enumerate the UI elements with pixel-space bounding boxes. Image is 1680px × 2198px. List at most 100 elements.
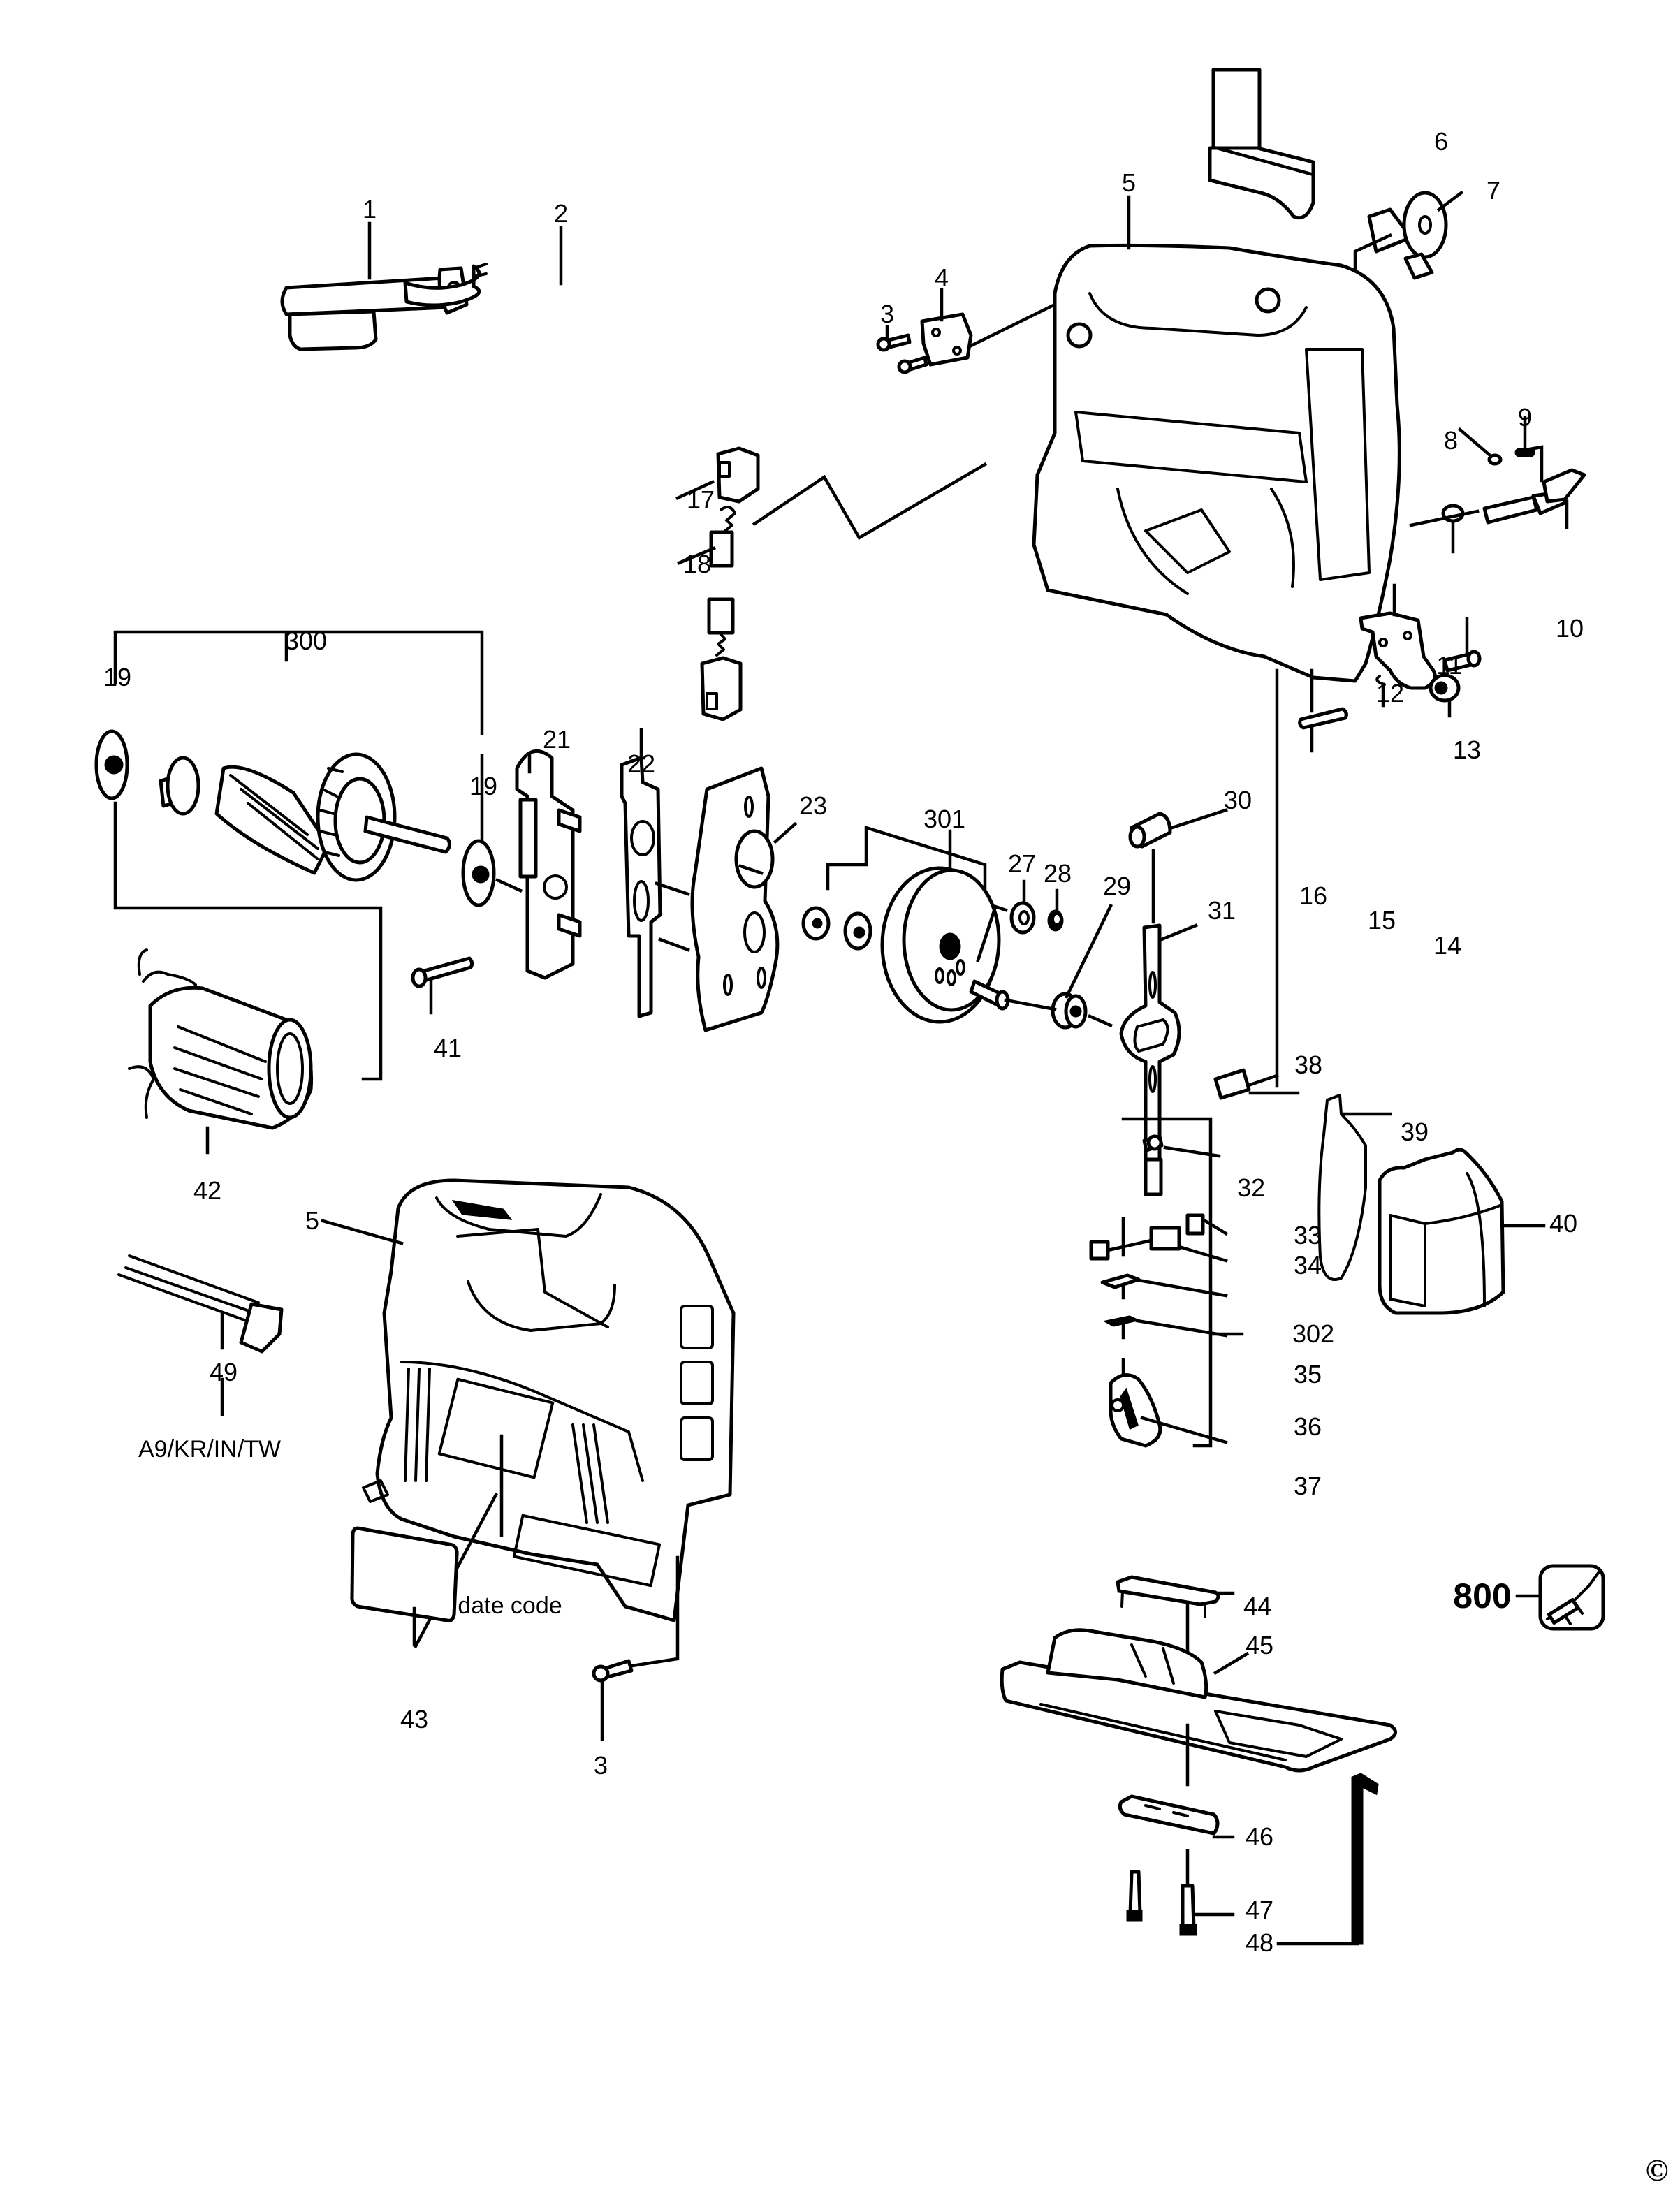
leader-29-axis-b xyxy=(1088,1014,1113,1027)
leader-45 xyxy=(1213,1651,1250,1676)
part-8-ball xyxy=(1487,453,1503,466)
callout-15: 15 xyxy=(1368,906,1396,935)
callout-39: 39 xyxy=(1401,1118,1429,1146)
part-1-cord-guard xyxy=(280,266,469,351)
part-31-plunger xyxy=(1119,923,1181,1196)
callout-31: 31 xyxy=(1208,896,1236,925)
callout-47: 47 xyxy=(1246,1896,1273,1924)
callout-8: 8 xyxy=(1444,426,1458,455)
callout-302: 302 xyxy=(1292,1319,1334,1348)
part-301-spacer-a xyxy=(801,906,831,941)
leader-34 xyxy=(1177,1245,1228,1263)
callout-5: 5 xyxy=(1122,168,1136,197)
callout-4: 4 xyxy=(935,263,949,292)
leader-23 xyxy=(773,821,798,844)
part-49-plug-adaptor xyxy=(117,1254,284,1354)
part-10-blade-lever xyxy=(1482,468,1586,525)
part-47-screws xyxy=(1126,1870,1197,1936)
callout-5: 5 xyxy=(305,1206,319,1235)
part-5-housing-assembled xyxy=(362,1178,736,1622)
callout-9: 9 xyxy=(1518,403,1532,432)
leader-34-axis xyxy=(1106,1238,1153,1252)
leader-brush-housing xyxy=(752,462,988,541)
bracket-300 xyxy=(113,630,484,735)
part-33-block xyxy=(1185,1213,1205,1236)
callout-44: 44 xyxy=(1243,1592,1271,1620)
part-3-screw-bottom xyxy=(592,1659,634,1683)
callout-28: 28 xyxy=(1044,859,1072,888)
part-30-guide-block xyxy=(1128,812,1172,849)
callout-21: 21 xyxy=(543,725,571,754)
callout-7: 7 xyxy=(1487,176,1500,205)
leader-23-axis xyxy=(738,864,764,875)
leader-31 xyxy=(1160,923,1198,942)
callout-10: 10 xyxy=(1556,614,1584,643)
part-41-screw xyxy=(411,956,474,988)
part-28-clip xyxy=(1047,909,1064,932)
callout-17: 17 xyxy=(687,485,715,514)
leader-29-axis xyxy=(1004,998,1057,1011)
callout-45: 45 xyxy=(1246,1631,1273,1660)
note-date-code: date code xyxy=(458,1592,562,1619)
part-4-cord-clamp xyxy=(920,312,973,367)
part-35-plate xyxy=(1100,1273,1141,1289)
callout-18: 18 xyxy=(683,550,711,578)
part-42-stator xyxy=(128,948,314,1130)
callout-33: 33 xyxy=(1294,1221,1322,1250)
part-800-blade-kit xyxy=(1538,1564,1605,1631)
part-7-speed-knob xyxy=(1367,191,1448,280)
part-14-roller xyxy=(1429,673,1461,703)
part-37-blade-clamp xyxy=(1109,1373,1162,1448)
part-3-screws-top xyxy=(876,333,928,374)
part-17-brush-holder xyxy=(716,446,760,504)
part-45-shoe xyxy=(1000,1628,1397,1773)
callout-22: 22 xyxy=(627,749,655,778)
callout-301: 301 xyxy=(923,805,965,833)
part-300-armature xyxy=(159,752,451,882)
note-region-codes: A9/KR/IN/TW xyxy=(138,1436,281,1463)
callout-48: 48 xyxy=(1246,1928,1273,1957)
callout-12: 12 xyxy=(1376,679,1404,708)
callout-300: 300 xyxy=(285,627,327,655)
callout-6: 6 xyxy=(1434,127,1448,156)
part-40-dust-cover xyxy=(1378,1148,1505,1315)
callout-34: 34 xyxy=(1294,1251,1322,1280)
callout-11: 11 xyxy=(1436,651,1462,680)
callout-3: 3 xyxy=(594,1751,608,1780)
part-34-holder xyxy=(1089,1226,1181,1261)
callout-43: 43 xyxy=(400,1705,428,1734)
callout-1: 1 xyxy=(363,195,377,224)
callout-27: 27 xyxy=(1008,849,1036,878)
leader-housing-cord xyxy=(964,302,1056,351)
bracket-300-lower xyxy=(113,801,383,1081)
part-44-clamp-plate xyxy=(1116,1575,1220,1618)
callout-2: 2 xyxy=(554,199,568,228)
part-12-guide-bracket xyxy=(1359,611,1437,690)
leader-33 xyxy=(1200,1217,1229,1236)
leader-22-axis-a xyxy=(655,881,690,896)
part-21-brush-plate xyxy=(515,749,582,980)
part-18-carbon-brush xyxy=(709,506,736,568)
callout-800: 800 xyxy=(1453,1576,1511,1615)
callout-29: 29 xyxy=(1103,872,1131,900)
callout-40: 40 xyxy=(1549,1209,1577,1238)
part-6-switch xyxy=(1208,68,1315,220)
part-29-bearing xyxy=(1051,992,1088,1030)
callout-14: 14 xyxy=(1433,931,1461,960)
part-brush-assembly-lower xyxy=(700,597,743,721)
part-46-clamp-bar xyxy=(1118,1794,1220,1836)
callout-32: 32 xyxy=(1237,1173,1265,1202)
callout-38: 38 xyxy=(1294,1050,1322,1079)
part-301-spacer-b xyxy=(843,911,872,951)
part-19-bearing-left xyxy=(94,729,129,800)
part-39-wire-guard xyxy=(1317,1094,1367,1281)
leader-5b xyxy=(321,1219,404,1245)
callout-13: 13 xyxy=(1453,735,1481,764)
leader-6 xyxy=(1215,146,1315,177)
callout-16: 16 xyxy=(1299,881,1327,910)
part-5-housing-left-half xyxy=(1032,243,1401,683)
leader-30 xyxy=(1168,808,1228,830)
callout-30: 30 xyxy=(1224,786,1252,814)
